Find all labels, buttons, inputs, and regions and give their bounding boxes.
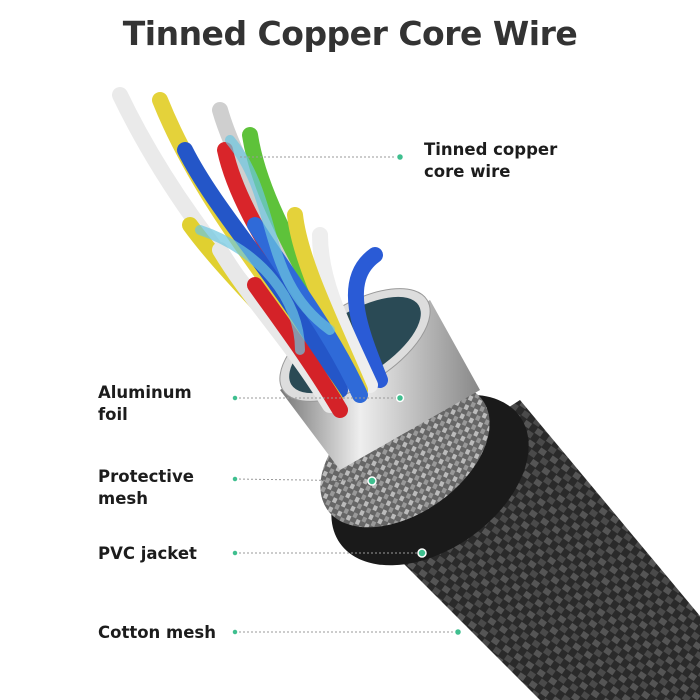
leader-dots (231, 152, 463, 637)
leader-lines (234, 156, 458, 633)
label-line: core wire (424, 162, 511, 181)
label-cotton-mesh: Cotton mesh (98, 623, 216, 642)
label-line: Protective (98, 467, 194, 486)
label-line: foil (98, 405, 128, 424)
label-line: mesh (98, 489, 148, 508)
label-tinned-copper-core-wire: Tinned copper core wire (424, 139, 557, 183)
page-title: Tinned Copper Core Wire (122, 14, 578, 53)
label-line: Tinned copper (424, 140, 558, 159)
core-wires (112, 87, 388, 418)
label-protective-mesh: Protective mesh (98, 466, 194, 510)
label-aluminum-foil: Aluminum foil (98, 382, 192, 426)
label-pvc-jacket: PVC jacket (98, 544, 197, 563)
label-line: Aluminum (98, 383, 192, 402)
